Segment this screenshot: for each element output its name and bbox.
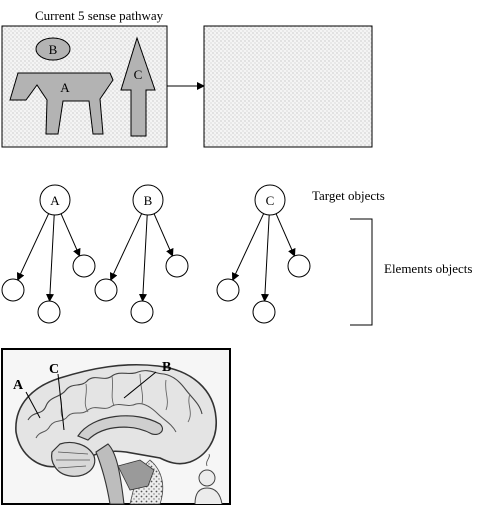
target-node-label: C — [266, 193, 275, 208]
target-node-label: A — [50, 193, 60, 208]
elements-objects-label: Elements objects — [384, 261, 473, 276]
pathway-title: Current 5 sense pathway — [35, 8, 164, 23]
element-node-left — [216, 278, 240, 302]
cone-shape-label: C — [134, 67, 143, 82]
target-node-label: B — [144, 193, 153, 208]
tree-edge — [138, 214, 148, 303]
brain-label-c: C — [49, 362, 59, 377]
element-node-left — [94, 278, 118, 302]
head-shape-b — [35, 37, 71, 61]
target-node — [254, 184, 286, 216]
brain-label-a: A — [13, 378, 24, 393]
tree-group: A B C — [1, 184, 311, 324]
target-objects-label: Target objects — [312, 188, 385, 203]
tree-edge — [109, 213, 143, 281]
element-node-bottom — [252, 300, 276, 324]
tree-edge — [60, 213, 81, 257]
tree-edge — [45, 214, 55, 303]
tree-edge — [260, 214, 270, 303]
head-shape-label: B — [49, 42, 58, 57]
output-box — [203, 25, 373, 148]
element-node-right — [287, 254, 311, 278]
element-node-bottom — [37, 300, 61, 324]
elements-bracket — [350, 218, 373, 326]
cone-shape-c — [120, 36, 156, 137]
brain-illustration — [1, 348, 231, 505]
tree-b: B — [94, 184, 189, 324]
element-node-right — [72, 254, 96, 278]
target-node — [132, 184, 164, 216]
target-node — [39, 184, 71, 216]
tree-edge — [231, 213, 265, 281]
tree-edge — [153, 213, 174, 257]
element-node-left — [1, 278, 25, 302]
element-node-bottom — [130, 300, 154, 324]
body-shape-a — [9, 72, 114, 135]
brain-label-b: B — [162, 360, 171, 375]
element-node-right — [165, 254, 189, 278]
tree-a: A — [1, 184, 96, 324]
tree-edge — [275, 213, 296, 257]
body-shape-label: A — [60, 80, 70, 95]
tree-c: C — [216, 184, 311, 324]
tree-edge — [16, 213, 50, 281]
